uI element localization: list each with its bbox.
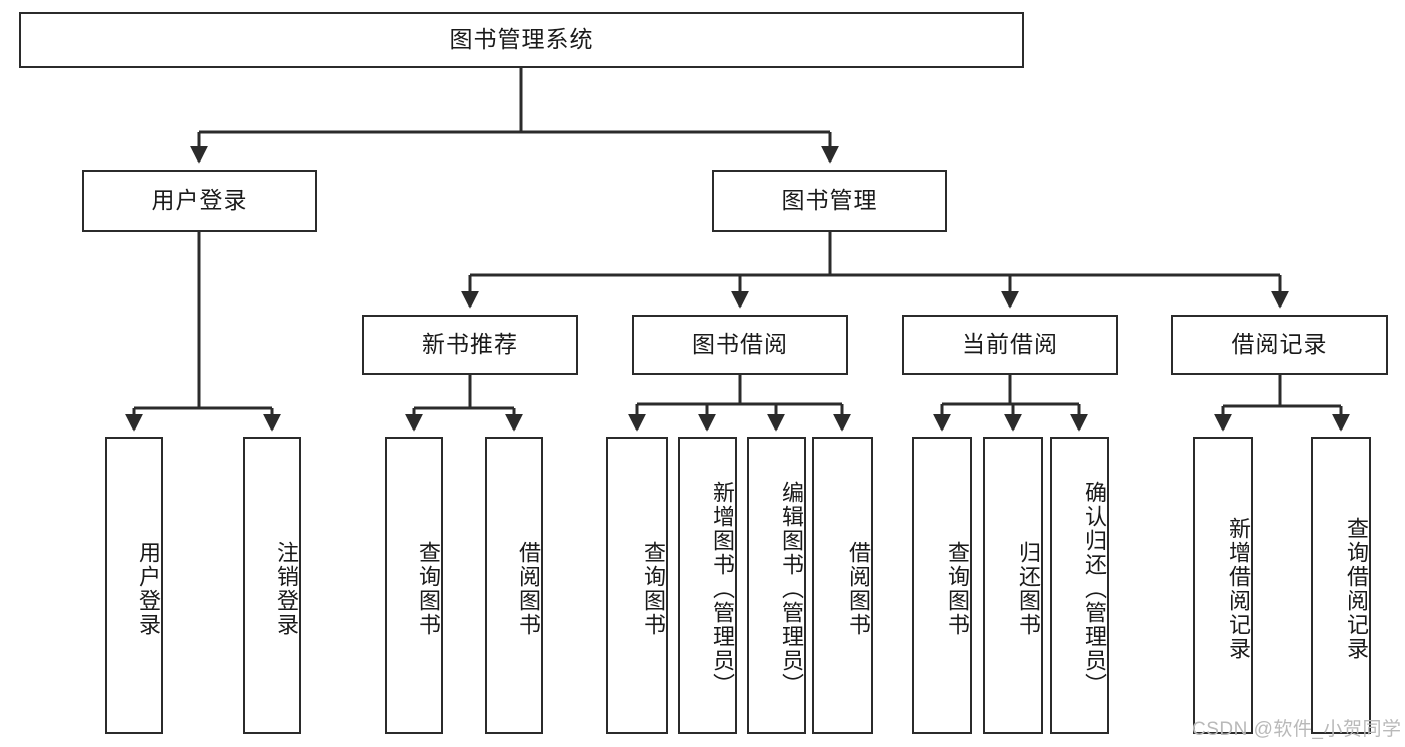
node-label: 借阅记录 xyxy=(1231,331,1328,358)
node-label: 查询图书 xyxy=(416,540,441,637)
node-label: 查询图书 xyxy=(945,540,970,637)
node-leaf-9[interactable]: 归还图书 xyxy=(983,437,1043,734)
node-label: 查询借阅记录 xyxy=(1344,516,1369,661)
node-label: 查询图书 xyxy=(641,540,666,637)
node-label: 借阅图书 xyxy=(516,540,541,637)
node-label: 新增借阅记录 xyxy=(1226,516,1251,661)
node-leaf-7[interactable]: 借阅图书 xyxy=(812,437,873,734)
node-label: 图书管理 xyxy=(781,187,878,214)
node-leaf-6[interactable]: 编辑图书（管理员） xyxy=(747,437,806,734)
node-leaf-5[interactable]: 新增图书（管理员） xyxy=(678,437,737,734)
node-label: 新增图书（管理员） xyxy=(710,480,735,697)
node-level2-1[interactable]: 图书管理 xyxy=(712,170,947,232)
node-leaf-3[interactable]: 借阅图书 xyxy=(485,437,543,734)
node-leaf-1[interactable]: 注销登录 xyxy=(243,437,301,734)
node-level3-2[interactable]: 当前借阅 xyxy=(902,315,1118,375)
node-label: 归还图书 xyxy=(1016,540,1041,637)
node-label: 用户登录 xyxy=(136,540,161,637)
node-leaf-12[interactable]: 查询借阅记录 xyxy=(1311,437,1371,734)
node-label: 图书借阅 xyxy=(692,331,788,358)
node-label: 用户登录 xyxy=(151,187,248,214)
node-leaf-10[interactable]: 确认归还（管理员） xyxy=(1050,437,1109,734)
csdn-watermark: CSDN @软件_小贺同学 xyxy=(1192,719,1402,740)
node-leaf-4[interactable]: 查询图书 xyxy=(606,437,668,734)
node-label: 新书推荐 xyxy=(422,331,518,358)
node-leaf-2[interactable]: 查询图书 xyxy=(385,437,443,734)
node-label: 当前借阅 xyxy=(962,331,1058,358)
node-level2-0[interactable]: 用户登录 xyxy=(82,170,317,232)
node-label: 借阅图书 xyxy=(846,540,871,637)
node-label: 编辑图书（管理员） xyxy=(779,480,804,697)
node-leaf-11[interactable]: 新增借阅记录 xyxy=(1193,437,1253,734)
node-leaf-0[interactable]: 用户登录 xyxy=(105,437,163,734)
node-label: 确认归还（管理员） xyxy=(1082,480,1107,697)
node-level3-0[interactable]: 新书推荐 xyxy=(362,315,578,375)
node-leaf-8[interactable]: 查询图书 xyxy=(912,437,972,734)
node-level3-3[interactable]: 借阅记录 xyxy=(1171,315,1388,375)
node-label: 图书管理系统 xyxy=(449,26,594,53)
node-root[interactable]: 图书管理系统 xyxy=(19,12,1024,68)
node-label: 注销登录 xyxy=(274,540,299,637)
node-level3-1[interactable]: 图书借阅 xyxy=(632,315,848,375)
